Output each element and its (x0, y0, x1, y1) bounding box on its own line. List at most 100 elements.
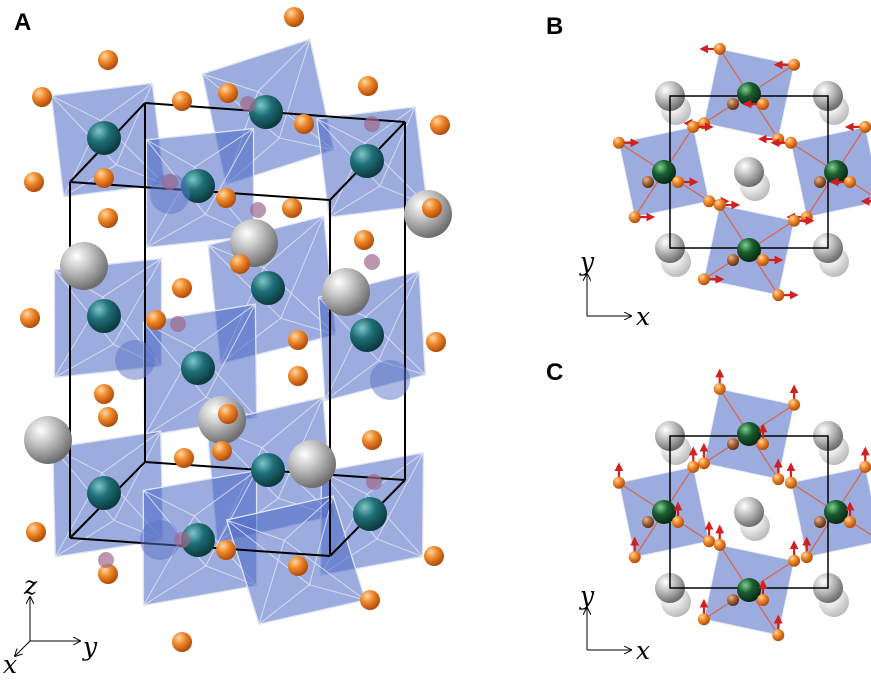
oxygen-atom (288, 556, 308, 576)
b-site-atom-back (642, 516, 654, 528)
octahedron-edge (101, 430, 161, 474)
oxygen-atom (360, 590, 380, 610)
oxygen-atom (358, 76, 378, 96)
oxygen-atom (628, 551, 641, 564)
oxygen-atom (98, 564, 118, 584)
oxygen-atom (422, 198, 442, 218)
oxygen-atom (362, 430, 382, 450)
oxygen-atom (216, 540, 236, 560)
oxygen-atom (757, 438, 769, 450)
oxygen-atom-back (162, 174, 178, 190)
octahedron-edge (258, 540, 285, 625)
oxygen-atom (146, 310, 166, 330)
octahedron-edge (54, 343, 114, 378)
b-site-atom-back (140, 520, 180, 560)
oxygen-atom (703, 535, 716, 548)
oxygen-atom (757, 254, 769, 266)
octahedron-edge (102, 258, 162, 298)
oxygen-atom (172, 91, 192, 111)
oxygen-atom (98, 208, 118, 228)
panel-c-top-view-outofplane-modes (612, 368, 871, 642)
axis-label-y: y (82, 632, 98, 661)
oxygen-atom (788, 58, 801, 71)
octahedron-edge (207, 244, 282, 319)
oxygen-atom (788, 214, 801, 227)
octahedron-edge (143, 565, 206, 606)
oxygen-atom (697, 457, 710, 470)
oxygen-atom (772, 473, 785, 486)
axes-indicator-b: y x (579, 247, 650, 331)
panel-a-perovskite-3d (20, 7, 452, 652)
panel-label-b: B (546, 13, 563, 40)
octahedron-edge (202, 73, 258, 93)
oxygen-atom (757, 594, 769, 606)
octahedron-edge (309, 584, 366, 601)
oxygen-atom (784, 136, 797, 149)
oxygen-atom (628, 211, 641, 224)
axis-label-y: y (579, 247, 595, 276)
octahedron-edge (115, 83, 153, 165)
oxygen-atom (844, 516, 856, 528)
octahedron-edge (194, 470, 257, 517)
oxygen-atom (20, 308, 40, 328)
oxygen-atom (218, 83, 238, 103)
axis-label-z: z (23, 571, 38, 600)
b-site-atom (737, 422, 761, 446)
axis-label-x: x (636, 636, 650, 665)
oxygen-atom-back (240, 96, 256, 112)
oxygen-atom (230, 254, 250, 274)
oxygen-atom (713, 42, 726, 55)
octahedron-edge (205, 470, 258, 566)
octahedron-edge (193, 303, 256, 349)
a-site-atom (734, 157, 764, 187)
oxygen-atom (697, 613, 710, 626)
oxygen-atom (288, 366, 308, 386)
oxygen-atom (212, 441, 232, 461)
b-site-atom (181, 523, 215, 557)
oxygen-atom (282, 198, 302, 218)
b-site-atom-back (727, 594, 739, 606)
a-site-atom (288, 440, 336, 488)
oxygen-atom (426, 332, 446, 352)
octahedron-edge (146, 213, 206, 248)
b-site-atom (251, 271, 285, 305)
b-site-atom (353, 497, 387, 531)
octahedron-edge (365, 270, 420, 317)
oxygen-atom (98, 407, 118, 427)
axis-label-x: x (636, 302, 650, 331)
oxygen-atom (94, 168, 114, 188)
oxygen-atom (757, 98, 769, 110)
b-site-atom-back (642, 176, 654, 188)
b-site-atom (652, 500, 676, 524)
octahedron-edge (283, 539, 366, 601)
b-site-atom (249, 95, 283, 129)
b-site-atom (737, 238, 761, 262)
b-site-atom (737, 578, 761, 602)
octahedron-edge (278, 39, 311, 139)
b-site-atom (824, 500, 848, 524)
panel-b-top-view-inplane-modes (612, 42, 871, 302)
oxygen-atom (294, 114, 314, 134)
oxygen-atom (32, 87, 52, 107)
oxygen-atom (713, 538, 726, 551)
oxygen-atom (216, 188, 236, 208)
oxygen-atom-back (366, 474, 382, 490)
b-site-atom-back (150, 174, 190, 214)
octahedron-edge (283, 495, 334, 541)
b-site-atom-back (814, 516, 826, 528)
octahedron-edge (194, 128, 254, 168)
oxygen-atom (354, 230, 374, 250)
b-site-atom (87, 476, 121, 510)
octahedron-edge (113, 430, 162, 521)
b-site-atom (87, 299, 121, 333)
oxygen-atom (612, 476, 625, 489)
oxygen-atom (772, 289, 785, 302)
oxygen-atom-back (174, 532, 190, 548)
octahedron-edge (204, 128, 254, 215)
octahedron-edge (142, 322, 207, 398)
b-site-atom-back (115, 340, 155, 380)
oxygen-atom (788, 554, 801, 567)
oxygen-atom (24, 172, 44, 192)
oxygen-atom (612, 136, 625, 149)
